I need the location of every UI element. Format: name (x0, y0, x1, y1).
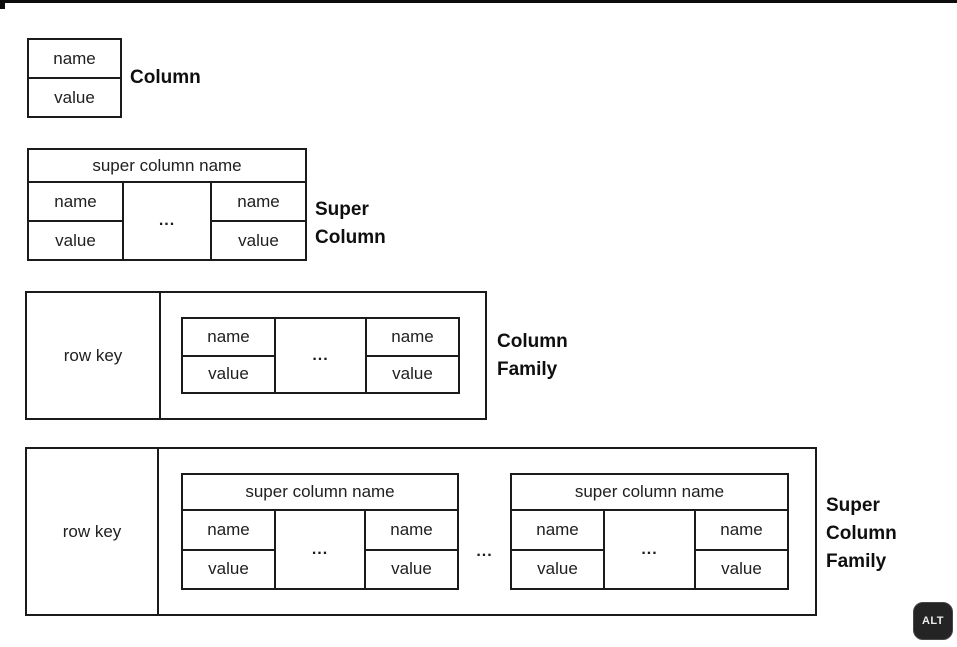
scf-table-b-right-pair: name value (696, 511, 787, 588)
super-column-label: Super Column (315, 196, 386, 252)
scf-outer-ellipsis: ... (476, 542, 493, 560)
scf-table-b-left-pair: name value (512, 511, 605, 588)
super-column-family-label-line1: Super (826, 495, 880, 516)
column-family-right-value-cell: value (367, 354, 458, 392)
scf-table-a-left-pair: name value (183, 511, 276, 588)
column-family-left-pair: name value (183, 319, 276, 392)
scf-table-a-header-cell: super column name (183, 475, 457, 511)
scf-table-a-right-value-cell: value (366, 548, 457, 588)
super-column-right-name-cell: name (212, 183, 305, 220)
column-name-cell: name (29, 40, 120, 77)
column-family-ellipsis: ... (276, 319, 367, 392)
column-family-columns-area: name value ... name value (161, 293, 485, 418)
column-family-table: name value ... name value (181, 317, 460, 394)
super-column-right-value-cell: value (212, 220, 305, 259)
window-top-left-corner (0, 0, 5, 9)
alt-badge[interactable]: ALT (913, 602, 953, 640)
scf-table-b-right-name-cell: name (696, 511, 787, 549)
scf-table-b-left-value-cell: value (512, 548, 603, 588)
super-column-family-table-b: super column name name value ... name va… (510, 473, 789, 590)
super-column-family-columns-area: super column name name value ... name va… (159, 449, 815, 614)
column-family-label: Column Family (497, 328, 568, 384)
column-family-row-key-cell: row key (27, 293, 161, 418)
scf-table-a-right-pair: name value (366, 511, 457, 588)
scf-table-b-header-cell: super column name (512, 475, 787, 511)
column-label: Column (130, 67, 201, 88)
column-family-label-line2: Family (497, 359, 558, 380)
column-family-box: row key name value ... name value (25, 291, 487, 420)
super-column-ellipsis: ... (124, 183, 212, 259)
window-top-edge (0, 0, 957, 3)
super-column-label-line2: Column (315, 227, 386, 248)
super-column-family-box: row key super column name name value ...… (25, 447, 817, 616)
super-column-family-row-key-cell: row key (27, 449, 159, 614)
super-column-header-cell: super column name (29, 150, 305, 183)
column-family-right-pair: name value (367, 319, 458, 392)
scf-table-a-left-name-cell: name (183, 511, 274, 549)
scf-table-b-left-name-cell: name (512, 511, 603, 549)
column-family-left-name-cell: name (183, 319, 274, 355)
scf-table-b-right-value-cell: value (696, 548, 787, 588)
column-value-cell: value (29, 77, 120, 116)
column-box: name value (27, 38, 122, 118)
column-family-left-value-cell: value (183, 354, 274, 392)
column-family-right-name-cell: name (367, 319, 458, 355)
super-column-left-name-cell: name (29, 183, 122, 220)
super-column-label-line1: Super (315, 199, 369, 220)
scf-table-a-ellipsis: ... (276, 511, 366, 588)
scf-table-a-right-name-cell: name (366, 511, 457, 549)
super-column-box: super column name name value ... name va… (27, 148, 307, 261)
super-column-left-value-cell: value (29, 220, 122, 259)
super-column-family-label-line2: Column (826, 523, 897, 544)
column-family-label-line1: Column (497, 331, 568, 352)
super-column-right-pair: name value (212, 183, 305, 259)
scf-table-b-ellipsis: ... (605, 511, 696, 588)
super-column-family-label: Super Column Family (826, 492, 897, 576)
scf-table-a-left-value-cell: value (183, 548, 274, 588)
super-column-family-table-a: super column name name value ... name va… (181, 473, 459, 590)
super-column-left-pair: name value (29, 183, 124, 259)
super-column-family-label-line3: Family (826, 551, 887, 572)
